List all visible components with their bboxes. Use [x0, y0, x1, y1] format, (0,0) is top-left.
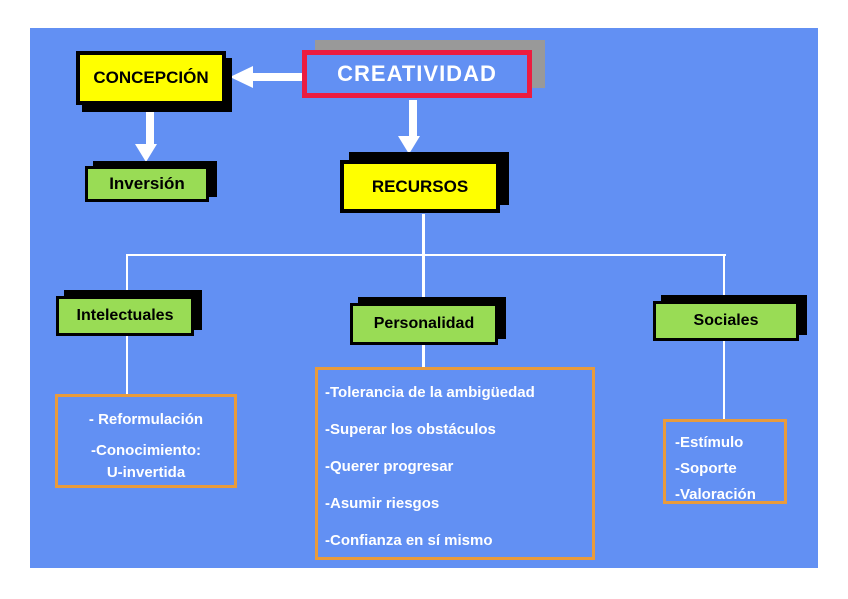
personalidad-detail-box: -Tolerancia de la ambigüedad -Superar lo…: [315, 367, 595, 560]
arrow-left-head-icon: [230, 66, 253, 88]
intelectuales-detail-box: - Reformulación -Conocimiento: U-inverti…: [55, 394, 237, 488]
list-item: -Estímulo: [675, 434, 744, 451]
node-inversion[interactable]: Inversión: [85, 166, 209, 202]
list-item: -Querer progresar: [325, 458, 454, 475]
list-item: -Tolerancia de la ambigüedad: [325, 384, 535, 401]
arrow-down-head-icon: [398, 136, 420, 154]
sociales-detail-box: -Estímulo -Soporte -Valoración: [663, 419, 787, 504]
list-item: -Conocimiento:: [91, 442, 201, 459]
list-item: - Reformulación: [88, 411, 204, 428]
branch-horizontal-connector: [126, 254, 726, 256]
node-personalidad[interactable]: Personalidad: [350, 303, 498, 345]
node-recursos[interactable]: RECURSOS: [340, 160, 500, 213]
node-creatividad-label: CREATIVIDAD: [337, 61, 497, 86]
arrow-creatividad-to-recursos: [409, 100, 417, 137]
recursos-to-personalidad-connector: [422, 214, 425, 368]
node-concepcion-label: CONCEPCIÓN: [93, 68, 209, 87]
node-recursos-label: RECURSOS: [371, 176, 469, 196]
list-item: -Soporte: [675, 460, 737, 477]
list-item: -Confianza en sí mismo: [325, 532, 493, 549]
node-intelectuales[interactable]: Intelectuales: [56, 296, 194, 336]
node-personalidad-label: Personalidad: [373, 315, 475, 332]
arrow-down-head-icon: [135, 144, 157, 162]
arrow-creatividad-to-concepcion: [252, 73, 304, 81]
node-sociales-label: Sociales: [693, 312, 759, 329]
list-item: U-invertida: [106, 464, 186, 481]
node-sociales[interactable]: Sociales: [653, 301, 799, 341]
list-item: -Valoración: [675, 486, 756, 503]
slide-background: CREATIVIDAD CONCEPCIÓN Inversión RECURSO…: [30, 28, 818, 568]
node-creatividad[interactable]: CREATIVIDAD: [302, 50, 532, 98]
node-concepcion[interactable]: CONCEPCIÓN: [76, 51, 226, 105]
list-item: -Asumir riesgos: [325, 495, 440, 512]
list-item: -Superar los obstáculos: [325, 421, 496, 438]
node-intelectuales-label: Intelectuales: [76, 307, 174, 324]
node-inversion-label: Inversión: [109, 174, 185, 193]
arrow-concepcion-to-inversion: [146, 110, 154, 145]
